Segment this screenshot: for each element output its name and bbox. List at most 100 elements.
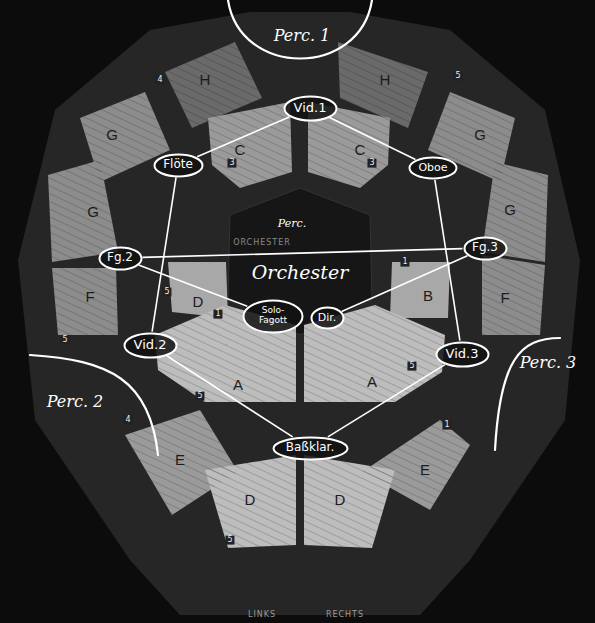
area-boundary [482, 335, 590, 455]
player-label: Solo-Fagott [254, 306, 292, 326]
player-label: Dir. [318, 312, 337, 324]
player-circle: Vid.3 [435, 341, 490, 368]
player-label: Flöte [163, 158, 193, 171]
player-label: Vid.1 [294, 101, 327, 115]
seat-rows [52, 268, 118, 335]
block-letter: E [420, 462, 430, 479]
seat-block [304, 305, 445, 402]
seat-rows [208, 102, 292, 188]
row-number: 4 [155, 76, 164, 85]
percussion-area: Perc. 3 [482, 335, 590, 455]
circle-outline [311, 308, 343, 329]
hall-outline [18, 12, 580, 615]
circle-outline [244, 300, 303, 332]
side-marker: LINKS [248, 611, 276, 620]
circle-outline [410, 158, 457, 179]
percussion-area: Perc. 2 [25, 350, 165, 462]
seat-block [168, 262, 228, 318]
block-letter: G [87, 204, 99, 221]
player-label: Perc. 2 [47, 393, 103, 411]
row-number: 1 [400, 258, 409, 267]
connector-line [142, 249, 462, 258]
circle-outline [124, 333, 176, 357]
row-number: 4 [123, 416, 132, 425]
handwritten-note: Orchester [252, 262, 349, 283]
player-circle: Fg.2 [98, 246, 143, 271]
player-circle: Oboe [408, 156, 458, 180]
circle-outline [464, 237, 506, 259]
player-circle: Fg.3 [463, 236, 508, 261]
circle-outline [273, 437, 347, 459]
seat-rows [304, 305, 445, 402]
area-boundary [228, 0, 372, 59]
seat-rows [482, 255, 545, 335]
block-letter: A [367, 374, 377, 391]
seat-block [390, 262, 450, 318]
row-number: 5 [195, 392, 204, 401]
seat-block [304, 455, 395, 548]
seat-block [155, 305, 296, 402]
row-number: 1 [442, 421, 451, 430]
connector-line [435, 180, 460, 341]
player-label: Vid.2 [134, 338, 167, 352]
circle-outline [284, 96, 336, 120]
side-marker: RECHTS [326, 611, 364, 620]
row-number: 5 [407, 362, 416, 371]
block-letter: C [235, 142, 246, 159]
block-letter: C [355, 142, 366, 159]
block-letter: D [245, 492, 256, 509]
block-letter: A [233, 377, 243, 394]
player-label: Oboe [418, 162, 447, 174]
row-number: 5 [225, 536, 234, 545]
block-letter: D [335, 492, 346, 509]
seat-rows [155, 305, 296, 402]
block-letter: E [175, 452, 185, 469]
block-letter: D [193, 294, 204, 311]
player-label: Baßklar. [286, 441, 334, 454]
block-letter: G [504, 202, 516, 219]
connector-line [328, 365, 445, 437]
row-number: 3 [367, 159, 376, 168]
row-number: 5 [453, 72, 462, 81]
player-label: Perc. 1 [274, 27, 330, 45]
row-number: 5 [60, 336, 69, 345]
handwritten-note: Perc. [278, 218, 306, 230]
printed-area-name: ORCHESTER [231, 239, 293, 248]
block-letter: H [380, 72, 391, 89]
player-label: Perc. 3 [520, 354, 576, 372]
connector-line [342, 256, 468, 312]
player-circle: Baßklar. [272, 436, 349, 461]
player-label: Fg.2 [107, 251, 133, 264]
connector-line [152, 177, 176, 331]
area-boundary [30, 355, 158, 455]
row-number: 5 [162, 288, 171, 297]
seat-block [205, 455, 296, 548]
seat-rows [205, 455, 296, 548]
player-circle: Flöte [153, 153, 204, 178]
block-letter: F [85, 289, 94, 306]
player-circle: Vid.2 [123, 332, 178, 359]
circle-outline [436, 342, 488, 366]
seat-block [482, 255, 545, 335]
seat-blocks [48, 42, 548, 548]
connector-line [330, 118, 416, 160]
circle-outline [99, 247, 141, 269]
block-letter: F [500, 290, 509, 307]
percussion-area: Perc. 1 [220, 0, 380, 66]
block-letter: H [200, 72, 211, 89]
block-letter: G [474, 127, 486, 144]
seat-rows [304, 455, 395, 548]
player-label: Vid.3 [446, 347, 479, 361]
player-circle: Vid.1 [283, 95, 338, 122]
block-letter: G [106, 127, 118, 144]
seat-block [52, 268, 118, 335]
circle-outline [154, 154, 202, 176]
row-number: 1 [213, 310, 222, 319]
player-circle: Solo-Fagott [242, 299, 304, 334]
row-number: 3 [227, 159, 236, 168]
player-label: Fg.3 [472, 241, 498, 254]
block-letter: B [423, 288, 433, 305]
player-circle: Dir. [310, 306, 345, 330]
connector-line [167, 356, 293, 437]
